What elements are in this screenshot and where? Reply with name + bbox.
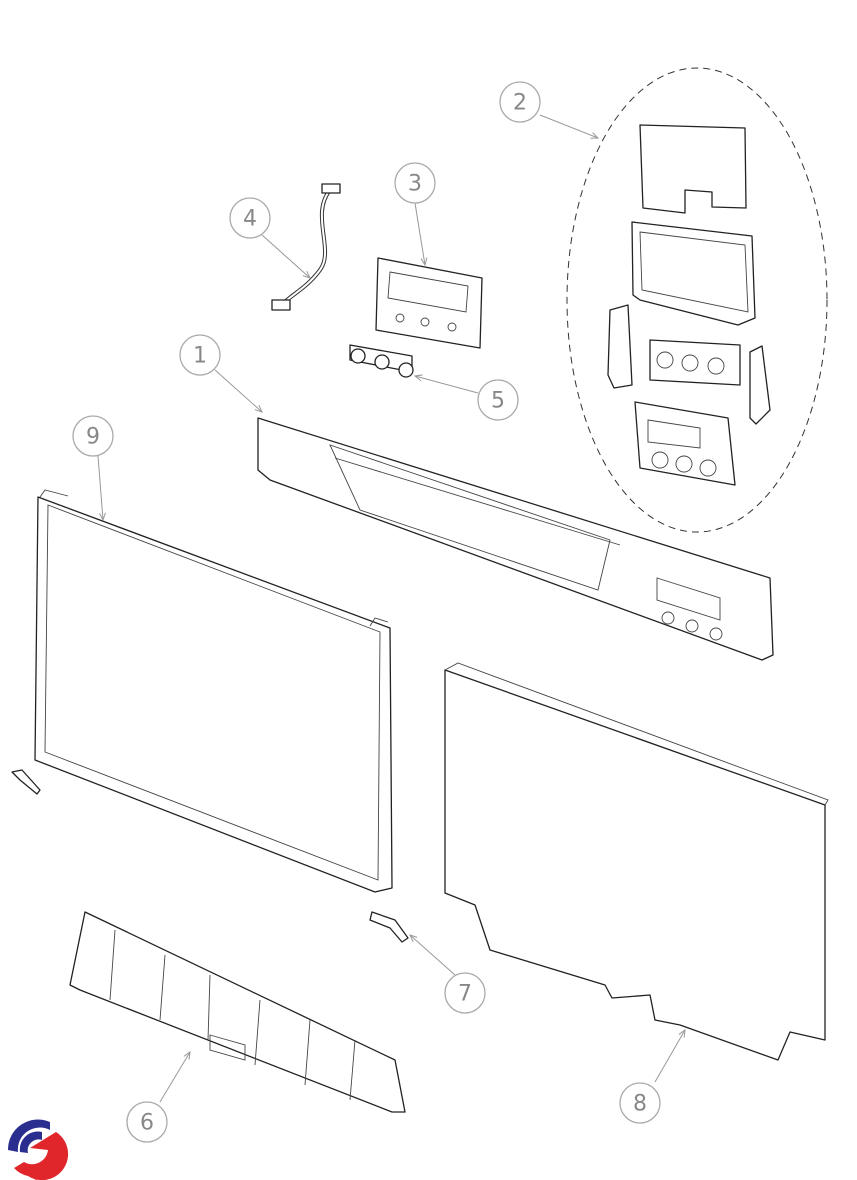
- callout-4: 4: [229, 197, 271, 239]
- part-8-insulation-panel: [444, 662, 829, 1061]
- callout-6: 6: [126, 1101, 168, 1143]
- callout-9: 9: [72, 415, 114, 457]
- part-9-door-panel: [34, 489, 393, 893]
- svg-text:4: 4: [243, 207, 257, 232]
- svg-text:2: 2: [513, 91, 527, 116]
- svg-text:9: 9: [86, 425, 100, 450]
- svg-text:5: 5: [491, 389, 505, 414]
- part-6-kick-plate: [69, 911, 406, 1113]
- callout-7: 7: [444, 972, 486, 1014]
- callout-5: 5: [477, 379, 519, 421]
- brand-logo: [7, 1119, 69, 1180]
- part-4-wire-harness: [271, 183, 341, 311]
- svg-text:6: 6: [140, 1111, 154, 1136]
- leader-lines: [97, 114, 685, 1103]
- svg-text:3: 3: [408, 172, 422, 197]
- part-2-control-assembly: [566, 67, 828, 533]
- svg-text:1: 1: [193, 344, 207, 369]
- svg-text:8: 8: [633, 1092, 647, 1117]
- callout-1: 1: [179, 334, 221, 376]
- callout-2: 2: [499, 81, 541, 123]
- part-7-screw: [369, 911, 409, 943]
- callout-8: 8: [619, 1082, 661, 1124]
- part-1-control-panel: [257, 417, 774, 661]
- part-5-buttons: [349, 344, 414, 378]
- part-screw-left: [11, 769, 41, 795]
- callout-3: 3: [394, 162, 436, 204]
- svg-text:7: 7: [458, 982, 472, 1007]
- part-3-display-board: [375, 257, 483, 349]
